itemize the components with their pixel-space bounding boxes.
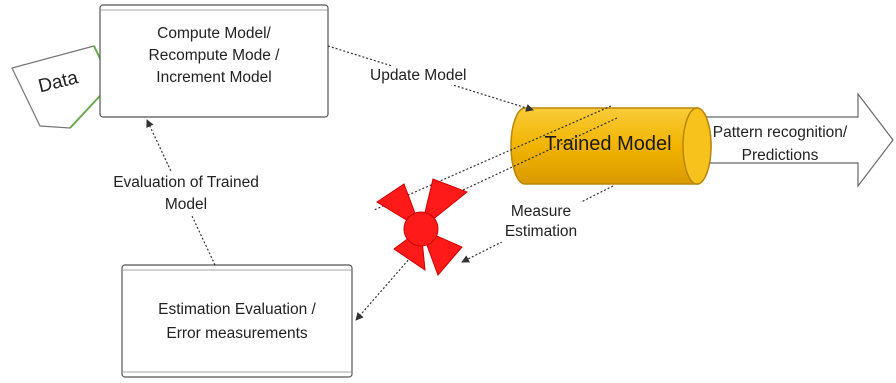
output-arrow-text: Pattern recognition/ Predictions — [704, 121, 856, 167]
measure-line-2: Estimation — [504, 223, 578, 240]
output-line-2: Predictions — [741, 147, 819, 164]
measure-line-1: Measure — [510, 203, 572, 220]
model-to-bowtie-connector-bottom — [445, 117, 618, 199]
output-arrow — [699, 92, 894, 188]
estimation-evaluation-box — [121, 264, 353, 378]
compute-line-2: Recompute Mode / — [148, 47, 280, 64]
compute-line-3: Increment Model — [156, 69, 272, 86]
compute-line-1: Compute Model/ — [157, 25, 271, 42]
estimation-evaluation-text: Estimation Evaluation / Error measuremen… — [122, 298, 352, 346]
evaluation-line-2: Model — [164, 196, 208, 213]
estimation-line-1: Estimation Evaluation / — [158, 301, 316, 318]
evaluation-label: Evaluation of Trained Model — [96, 172, 276, 216]
measurement-bowtie-node — [376, 178, 468, 276]
measure-estimation-label: Measure Estimation — [496, 202, 586, 242]
update-model-label: Update Model — [368, 66, 469, 86]
estimation-line-2: Error measurements — [166, 325, 308, 342]
trained-model-label: Trained Model — [544, 133, 672, 155]
evaluation-line-1: Evaluation of Trained — [113, 174, 259, 191]
output-line-1: Pattern recognition/ — [712, 124, 848, 141]
trained-model-cylinder — [510, 107, 712, 185]
model-to-bowtie-connector-top — [373, 105, 612, 211]
compute-model-text: Compute Model/ Recompute Mode / Incremen… — [100, 23, 328, 89]
compute-model-box — [99, 4, 329, 118]
